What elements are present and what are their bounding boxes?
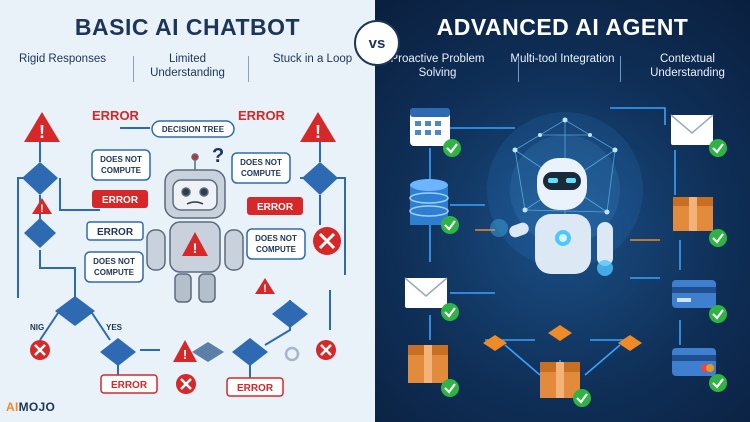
feature-divider	[620, 56, 621, 82]
branch-label-yes: YES	[106, 323, 123, 332]
decision-node	[22, 162, 58, 195]
flow-node	[618, 335, 642, 351]
svg-text:!: !	[39, 122, 45, 142]
feature-loop: Stuck in a Loop	[272, 53, 353, 65]
fail-x-icon	[316, 340, 336, 360]
credit-card-icon	[672, 280, 716, 308]
svg-text:ERROR: ERROR	[257, 202, 294, 213]
package-box-icon	[540, 362, 580, 398]
does-not-compute-bubble: DOES NOT COMPUTE	[246, 228, 306, 260]
svg-text:!: !	[315, 122, 321, 142]
basic-chatbot-panel: BASIC AI CHATBOT Rigid Responses Limited…	[0, 0, 375, 422]
check-icon	[709, 139, 727, 157]
feature-multitool: Multi-tool Integration	[510, 53, 615, 65]
error-label: ERROR	[238, 108, 286, 123]
svg-text:!: !	[183, 347, 187, 362]
feature-limited: Limited Understanding	[150, 53, 225, 79]
flow-node	[483, 335, 507, 351]
branch-label-nig: NIG	[30, 323, 44, 332]
svg-text:ERROR: ERROR	[97, 227, 134, 238]
check-icon	[709, 229, 727, 247]
advanced-agent-title: ADVANCED AI AGENT	[436, 14, 689, 40]
warning-icon: !	[173, 340, 197, 362]
check-icon	[441, 379, 459, 397]
svg-text:ERROR: ERROR	[237, 383, 274, 394]
check-icon	[709, 374, 727, 392]
feature-divider	[248, 56, 249, 82]
aimojo-logo: AIMOJO	[6, 400, 56, 414]
envelope-icon	[670, 114, 714, 145]
check-icon	[441, 303, 459, 321]
database-icon	[409, 179, 449, 225]
error-label: ERROR	[92, 108, 140, 123]
confused-robot	[146, 153, 244, 303]
decision-node	[272, 300, 308, 328]
credit-card-icon	[672, 348, 716, 376]
svg-text:!: !	[40, 203, 44, 215]
svg-text:ERROR: ERROR	[111, 380, 148, 391]
error-badge: ERROR	[92, 190, 148, 208]
feature-divider	[518, 56, 519, 82]
check-icon	[443, 139, 461, 157]
basic-chatbot-features: Rigid Responses Limited Understanding St…	[0, 52, 375, 80]
confused-question-mark: ?	[212, 145, 224, 167]
agent-integration-diagram	[404, 107, 727, 407]
check-icon	[441, 216, 459, 234]
advanced-agent-panel: ADVANCED AI AGENT Proactive Problem Solv…	[375, 0, 750, 422]
error-badge: ERROR	[226, 377, 284, 397]
decision-node	[55, 296, 95, 326]
check-icon	[709, 305, 727, 323]
package-box-icon	[408, 345, 448, 383]
decision-node	[302, 162, 338, 195]
warning-icon: !	[255, 278, 275, 295]
fail-x-icon	[313, 227, 341, 255]
svg-text:!: !	[193, 240, 198, 256]
warning-icon: !	[300, 112, 336, 142]
decision-tree-diagram: ! ! ! ! !	[17, 108, 346, 397]
basic-chatbot-title: BASIC AI CHATBOT	[74, 14, 301, 40]
feature-proactive: Proactive Problem Solving	[390, 53, 485, 79]
warning-icon: !	[24, 112, 60, 142]
svg-text:!: !	[263, 283, 267, 295]
error-badge: ERROR	[86, 221, 144, 241]
check-icon	[573, 389, 591, 407]
package-box-icon	[673, 197, 713, 231]
warning-icon: !	[32, 198, 52, 215]
advanced-agent-features: Proactive Problem Solving Multi-tool Int…	[375, 52, 750, 80]
ai-agent-robot	[490, 158, 613, 276]
fail-x-icon	[176, 374, 196, 394]
error-badge: ERROR	[247, 197, 303, 215]
fail-x-icon	[30, 340, 50, 360]
feature-rigid: Rigid Responses	[19, 53, 106, 65]
does-not-compute-bubble: DOES NOT COMPUTE	[231, 152, 291, 184]
error-badge: ERROR	[100, 374, 158, 394]
flow-node	[548, 325, 572, 341]
decision-node	[232, 338, 268, 366]
decision-node	[192, 342, 224, 362]
does-not-compute-bubble: DOES NOT COMPUTE	[91, 149, 151, 181]
decision-node	[24, 218, 56, 248]
decision-tree-badge	[151, 120, 235, 138]
gear-icon	[284, 346, 300, 362]
decision-tree-label: DECISION TREE	[162, 125, 225, 134]
decision-node	[100, 338, 136, 366]
does-not-compute-bubble: DOES NOT COMPUTE	[84, 251, 144, 283]
calendar-icon	[410, 108, 450, 146]
svg-text:ERROR: ERROR	[102, 195, 139, 206]
robot-warning-icon: !	[182, 232, 208, 256]
envelope-icon	[404, 277, 448, 308]
vs-badge: vs	[354, 20, 400, 66]
feature-contextual: Contextual Understanding	[650, 53, 725, 79]
feature-divider	[133, 56, 134, 82]
